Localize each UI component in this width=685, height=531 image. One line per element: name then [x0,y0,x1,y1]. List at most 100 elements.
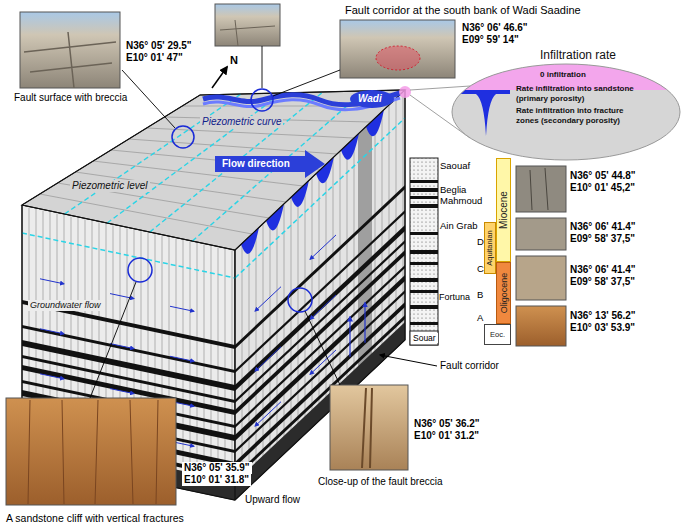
coordinate-label: E09° 59' 14" [462,34,519,46]
flow-arrow [40,279,64,284]
fracture-line [183,240,184,488]
leader-line [122,70,175,128]
member-label: B [477,289,483,300]
photo [330,385,408,470]
coordinate-label: N36° 06' 46.6" [462,22,528,34]
fracture-line [365,128,366,378]
clay-layer [22,300,235,349]
clay-bar [410,188,438,192]
infiltration-funnel [366,110,384,137]
coordinate-label: E09° 58' 37,5" [570,276,635,288]
coordinate-label: N36° 05' 35.9" [182,462,252,474]
infiltration-item: Rate infiltration into fracture zones (s… [516,106,642,125]
flow-arrow [255,402,281,426]
clay-bar [410,250,438,254]
clay-bar [410,322,438,325]
ellipse-heading: Infiltration rate [540,48,616,62]
leader-line [410,86,470,90]
photo [516,306,566,346]
member-label: A [477,312,483,323]
coordinate-label: E09° 58' 37,5" [570,233,635,245]
photo-detail [362,388,372,468]
formation-label: Beglia [440,184,466,195]
ellipse-parts [450,46,682,136]
epoch-band: Miocene [496,158,511,262]
fault-circle [172,126,194,148]
coordinate-label: E10° 01' 45,2" [570,182,635,194]
clay-bar [410,278,438,282]
fracture-line [197,243,198,491]
clay-layer [235,240,405,403]
coordinate-label: E10° 01' 31.8" [182,474,251,486]
upward-flow-arrow [364,303,365,343]
photo-caption: Close-up of the fault breccia [318,476,443,488]
fracture-line [204,244,205,492]
flow-arrow [40,329,64,334]
strat-column [410,158,438,345]
flow-arrow [310,295,336,319]
epoch-text: Oligocene [499,273,508,314]
infiltration-funnel [266,204,284,231]
formation-label: Saouaf [440,160,470,171]
coordinate-label: N36° 05' 36.2" [414,418,480,430]
ellipse-outline [452,64,680,160]
infiltration-shape [452,90,510,136]
piezometric-line [65,94,241,214]
formation-label: Mahmoud [440,195,482,206]
clay-bar [410,290,438,293]
river [203,93,400,105]
flow-arrow [310,350,336,374]
infiltration-item: Rate infiltration into sandstone (primar… [516,84,642,103]
fracture-line [190,241,191,489]
clay-layer [22,340,235,391]
leader-line [273,70,340,96]
infiltration-funnel [241,227,259,254]
photo [20,12,120,88]
north-arrow [212,67,227,88]
infiltration-ellipse: Infiltration rate 0 infiltrationRate infi… [450,46,682,162]
photo [6,398,176,505]
clay-bar [410,204,438,208]
photo [516,166,566,212]
curve-label: Piezometric curve [200,116,283,128]
clay-bar [410,305,438,309]
flow-label: Upward flow [245,494,300,506]
flow-arrow [215,150,325,178]
coordinate-label: E10° 01' 31.2" [414,430,479,442]
infiltration-funnel [341,133,359,160]
flow-label: Groundwater flow [28,300,103,311]
clay-bar [410,262,438,265]
epoch-text: Eoc. [490,331,505,339]
fault-corridor-arrow [380,355,437,366]
fault-circle [288,288,312,312]
infiltration-item: 0 infiltration [540,70,586,80]
fracture-line [218,247,219,495]
photo [340,20,455,78]
epoch-text: Aquitanian [486,230,494,265]
fracture-line [40,194,252,234]
lithology-column [410,158,438,345]
top-face [22,90,405,250]
formation-label: Fortuna [439,292,470,303]
clay-layer [22,355,235,403]
fault-label: Fault corridor [440,360,499,372]
epoch-text: Miocene [499,191,509,229]
flow-label: Flow direction [222,158,290,170]
epoch-band: Oligocene [496,262,511,324]
fault-circle [128,89,312,312]
clay-bar [410,196,438,199]
flow-arrow [255,287,281,311]
infiltration-marker [399,86,411,98]
photo-caption: A sandstone cliff with vertical fracture… [6,512,184,525]
souar-band [410,331,438,345]
infiltration-funnel [291,180,309,207]
wadi-river [203,90,400,110]
fracture-line [211,246,212,494]
fault-circle [251,89,273,111]
coordinate-label: N36° 06' 41.4" [570,221,636,233]
piezometric-line [192,91,364,241]
river-pool [350,90,394,108]
clay-bar [410,232,438,235]
member-label: D [477,236,484,247]
